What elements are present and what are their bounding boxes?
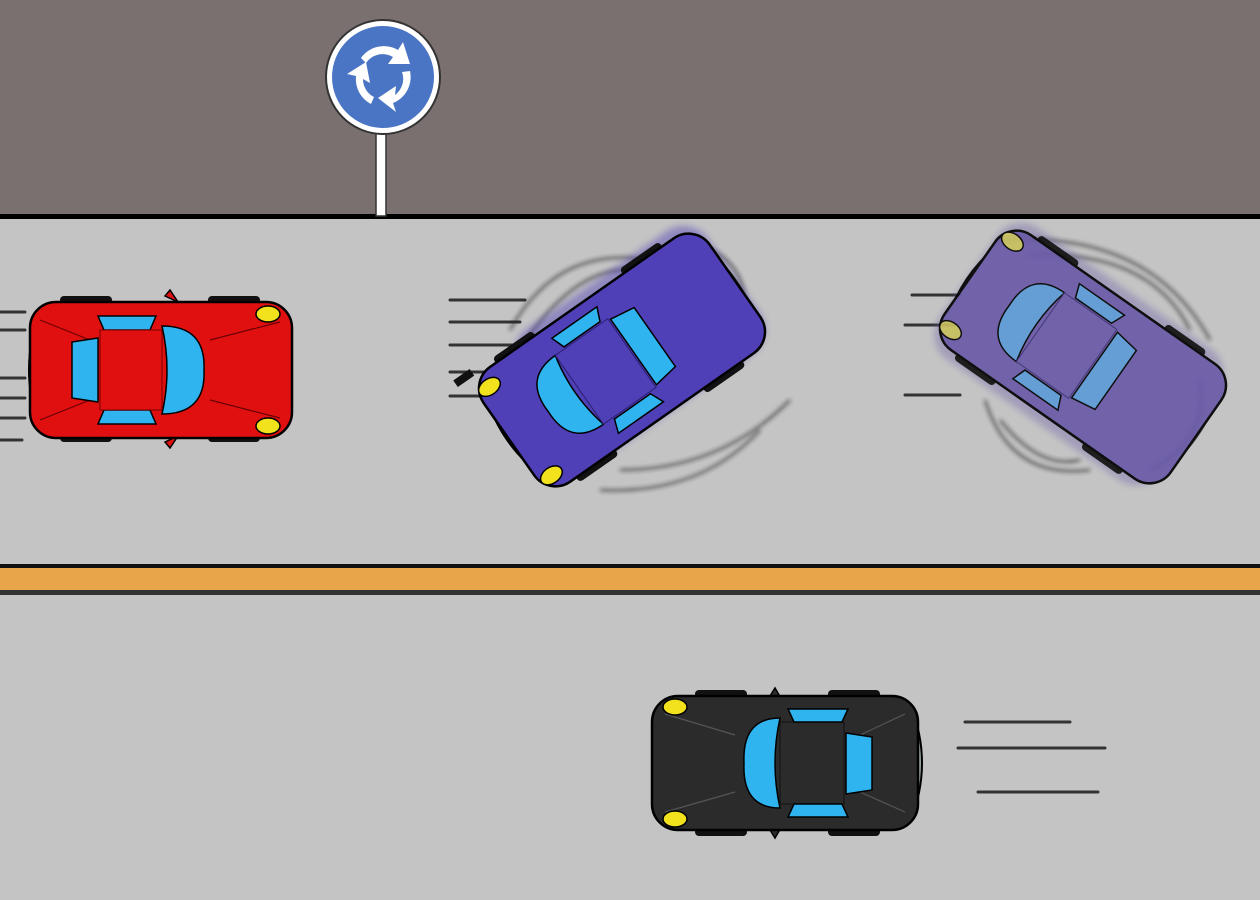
- roundabout-icon: [347, 42, 411, 112]
- black-car-headlight: [662, 810, 688, 828]
- blue-car: [448, 225, 791, 492]
- sign-pole: [375, 131, 387, 217]
- black-car-windshield: [743, 717, 781, 809]
- red-car-headlight: [255, 305, 281, 323]
- purple-car: [903, 222, 1228, 486]
- road-top-edge: [0, 214, 1260, 219]
- red-car-roof: [99, 329, 163, 411]
- purple-car-roof: [1015, 292, 1118, 399]
- black-car-roof: [779, 721, 845, 805]
- red-car-windshield: [161, 325, 205, 415]
- sidewalk: [0, 0, 1260, 216]
- center-line: [0, 568, 1260, 590]
- roundabout-sign: [325, 19, 441, 217]
- blue-car-headlight: [477, 376, 502, 398]
- purple-car-rear-window: [1070, 331, 1138, 411]
- purple-car-windshield: [997, 283, 1066, 363]
- black-car: [650, 686, 1107, 840]
- red-car-rear-window: [71, 337, 99, 403]
- red-car-headlight: [255, 417, 281, 435]
- blue-car-headlight: [539, 465, 563, 486]
- speed-lines-red: [0, 310, 27, 442]
- black-car-headlight: [662, 698, 688, 716]
- purple-car-headlight: [938, 319, 963, 341]
- blue-car-windshield: [536, 354, 605, 434]
- purple-car-headlight: [1000, 231, 1024, 252]
- blue-car-roof: [554, 318, 657, 425]
- red-car: [0, 288, 294, 450]
- black-car-rear-window: [845, 732, 873, 795]
- speed-lines-black: [956, 720, 1107, 794]
- center-line-shadow-top: [0, 564, 1260, 568]
- center-line-shadow-bottom: [0, 590, 1260, 595]
- blue-car-rear-window: [609, 306, 677, 386]
